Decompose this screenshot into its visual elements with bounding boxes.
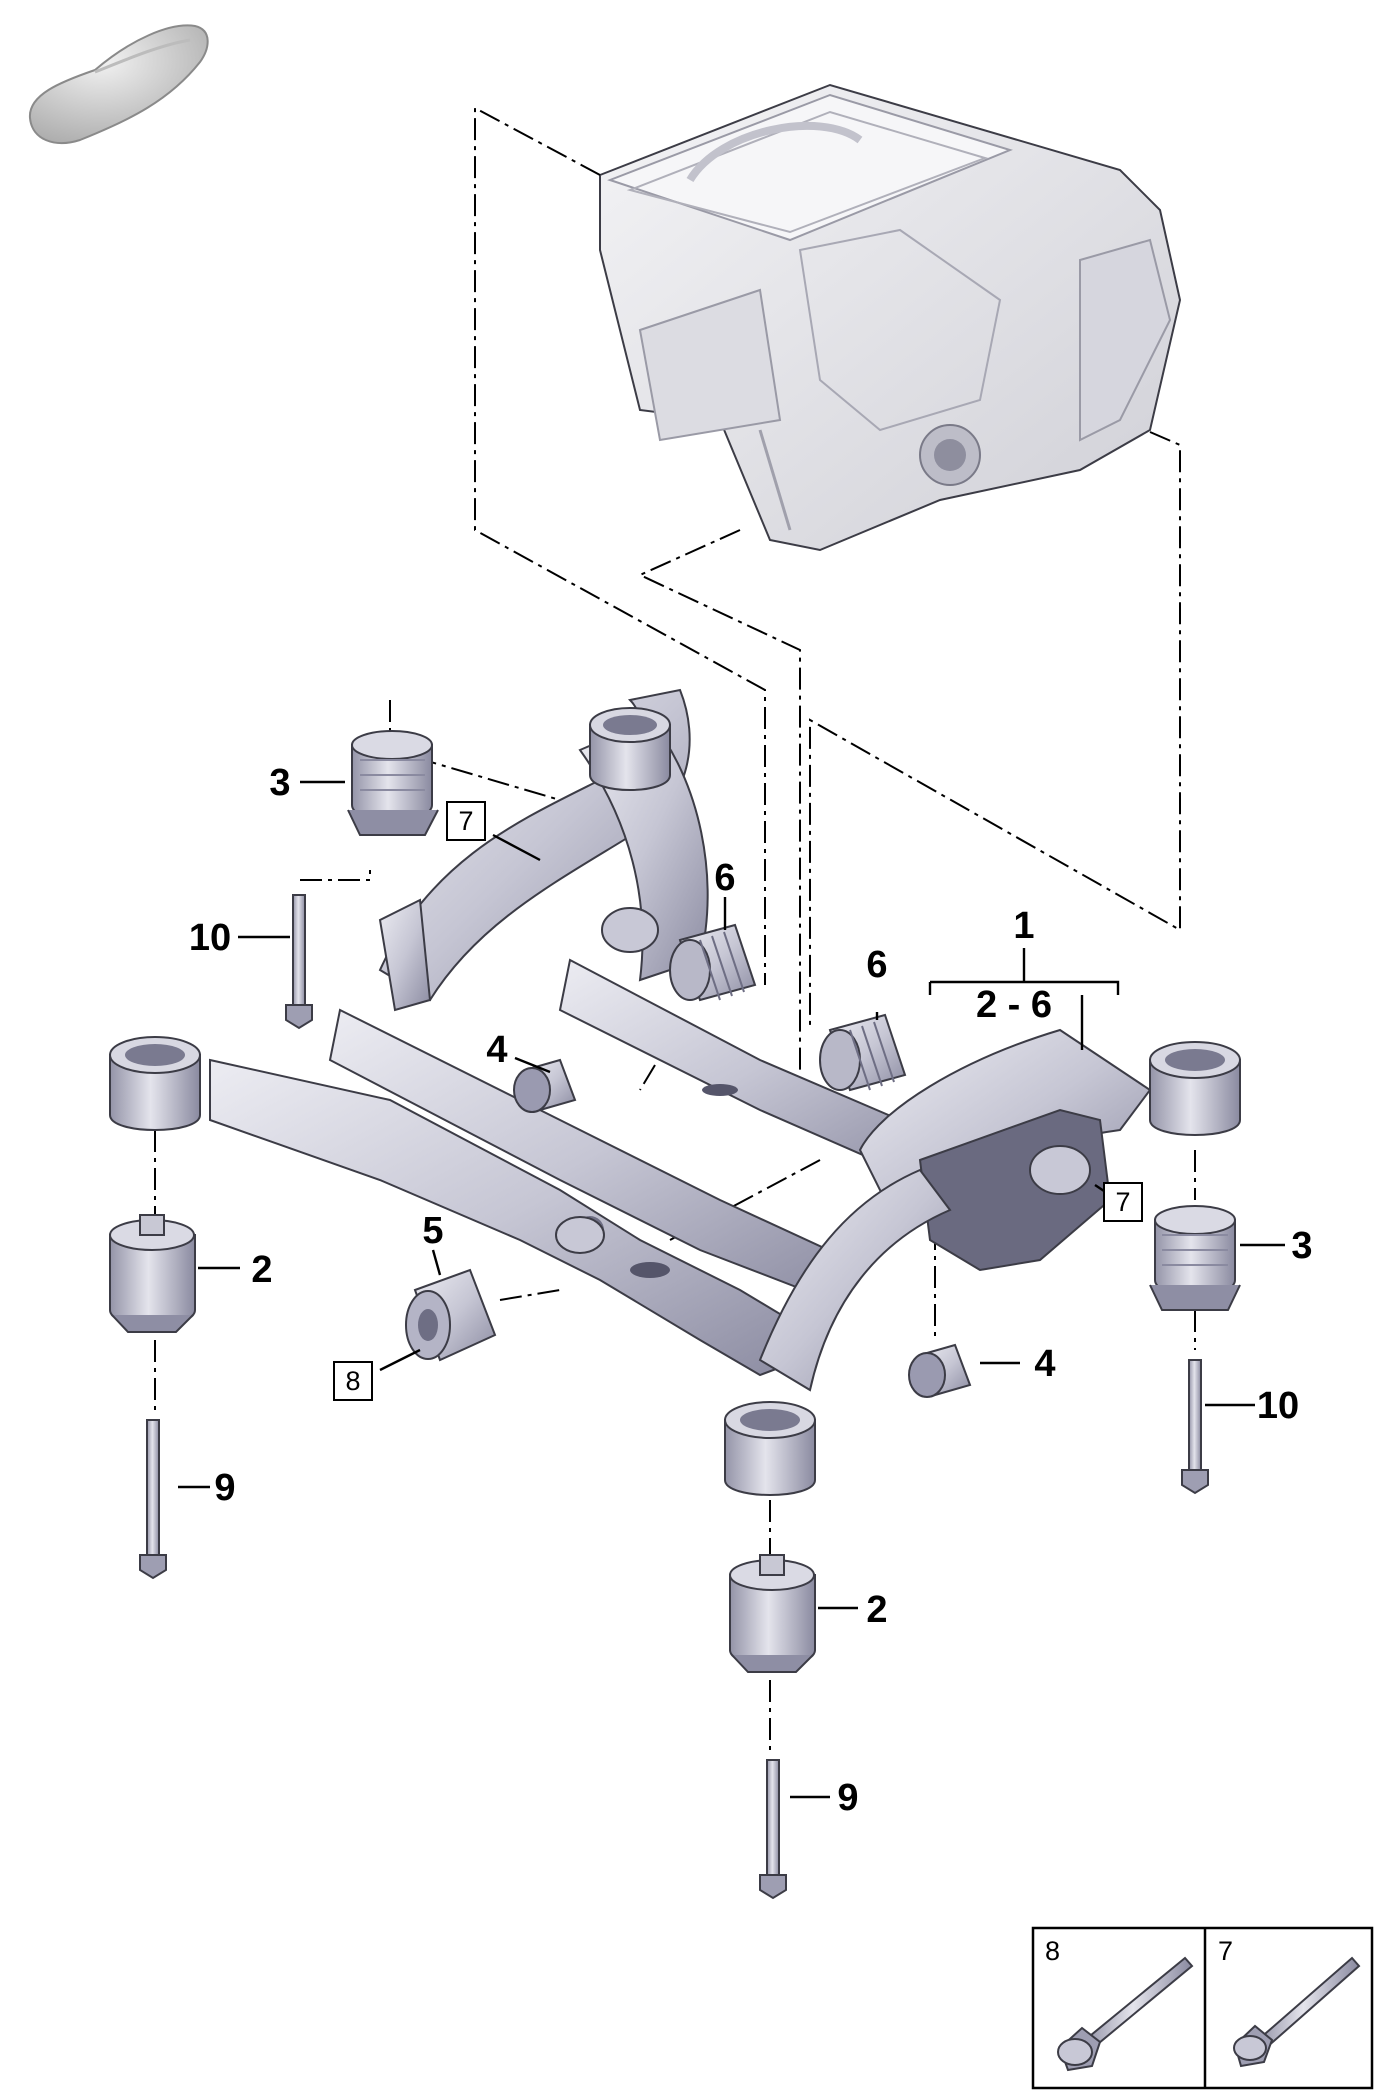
mount-part-3-top — [347, 730, 439, 836]
bushing-part-4-left — [513, 1058, 577, 1113]
electric-drive-unit — [599, 83, 1182, 552]
leader-lines — [178, 780, 1285, 1799]
boxed-references: 7 7 8 — [333, 801, 1143, 1401]
bushing-part-6-top — [669, 923, 757, 1002]
callout-2-left: 2 — [251, 1249, 272, 1291]
callout-4-right: 4 — [1034, 1343, 1055, 1385]
mount-part-2-left — [109, 1214, 196, 1333]
callout-1-range: 2 - 6 — [976, 984, 1052, 1026]
mount-part-3-right — [1149, 1205, 1241, 1311]
callout-1: 1 — [1013, 905, 1034, 947]
cup-right — [1149, 1041, 1241, 1136]
cup-front — [589, 707, 671, 791]
legend-label-8: 8 — [1045, 1936, 1060, 1966]
bushing-bore-left — [601, 907, 659, 953]
callout-6-top: 6 — [714, 857, 735, 899]
svg-text:8: 8 — [345, 1366, 360, 1396]
bolt-part-10-right — [1181, 1359, 1209, 1495]
subframe-mount-cups — [109, 707, 1241, 1496]
boxed-ref-7-top: 7 — [446, 801, 486, 841]
bolt-legend: 8 7 — [1031, 1926, 1374, 2090]
svg-text:7: 7 — [458, 806, 473, 836]
bushing-part-4-right — [908, 1343, 972, 1398]
callout-6-right: 6 — [866, 944, 887, 986]
bolt-part-9-bottom — [759, 1759, 787, 1900]
bolt-part-10-top — [285, 894, 313, 1030]
boxed-ref-7-right: 7 — [1103, 1182, 1143, 1222]
legend-bolt-8 — [1057, 1956, 1194, 2072]
bushing-bore-right — [1029, 1145, 1091, 1195]
callout-5: 5 — [422, 1210, 443, 1252]
legend-bolt-7 — [1233, 1956, 1361, 2068]
callout-3-top: 3 — [269, 762, 290, 804]
cup-bottom — [724, 1401, 816, 1496]
bushing-part-6-right — [819, 1013, 907, 1092]
cup-left — [109, 1036, 201, 1131]
boxed-ref-8: 8 — [333, 1361, 373, 1401]
reference-lines — [154, 106, 1196, 1750]
vehicle-icon — [28, 24, 209, 144]
callout-4-left: 4 — [486, 1029, 507, 1071]
bushing-bore-center — [555, 1216, 605, 1254]
callout-labels: 1 2 - 6 2 2 3 3 4 4 5 6 6 9 9 10 10 — [189, 762, 1313, 1819]
callout-10-right: 10 — [1257, 1385, 1299, 1427]
callout-10-top: 10 — [189, 917, 231, 959]
callout-9-left: 9 — [214, 1467, 235, 1509]
callout-3-right: 3 — [1291, 1225, 1312, 1267]
bushing-part-5 — [405, 1268, 497, 1362]
bolt-part-9-left — [139, 1419, 167, 1580]
legend-label-7: 7 — [1218, 1936, 1233, 1966]
mount-part-2-bottom — [729, 1554, 816, 1673]
svg-text:7: 7 — [1115, 1187, 1130, 1217]
callout-2-bottom: 2 — [866, 1589, 887, 1631]
callout-9-bottom: 9 — [837, 1777, 858, 1819]
